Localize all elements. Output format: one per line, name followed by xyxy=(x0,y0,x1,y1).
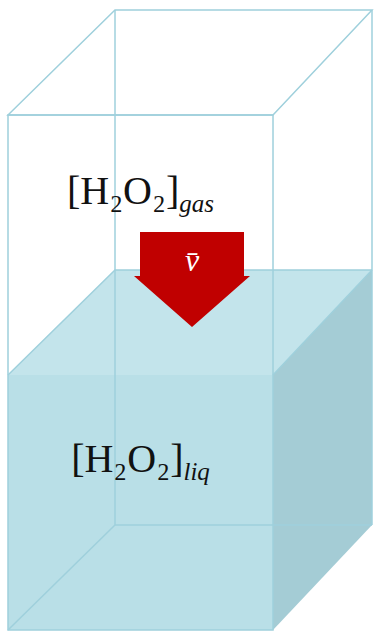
box-outline xyxy=(8,10,372,630)
phase-subscript: liq xyxy=(183,458,209,486)
formula-line: [H₂O₂]liq xyxy=(71,435,210,482)
velocity-symbol: v̄ xyxy=(185,242,199,279)
region-label-box: [H₂O₂]liq xyxy=(8,327,273,589)
concentration-formula: [H₂O₂] xyxy=(67,167,179,214)
liquid-side xyxy=(273,270,372,630)
region-label-box: [H₂O₂]gas xyxy=(8,150,273,230)
flux-arrow xyxy=(134,232,250,327)
concentration-formula: [H₂O₂] xyxy=(71,435,183,482)
formula-line: [H₂O₂]gas xyxy=(67,167,214,214)
phase-subscript: gas xyxy=(179,190,214,218)
liquid-front xyxy=(8,375,273,630)
